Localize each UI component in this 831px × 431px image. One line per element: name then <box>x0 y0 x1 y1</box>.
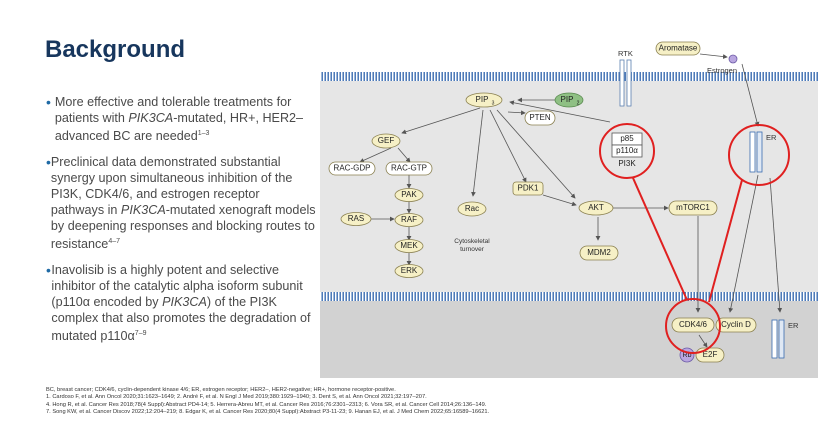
bullet-text: Inavolisib is a highly potent and select… <box>51 263 311 344</box>
pten-node: PTEN <box>524 110 556 126</box>
raf-node: RAF <box>394 213 424 227</box>
akt-label: AKT <box>588 203 604 212</box>
rac-gtp-node: RAC-GTP <box>385 161 433 176</box>
mdm2-node: MDM2 <box>579 245 619 261</box>
cdk46-node: CDK4/6 <box>671 317 715 333</box>
rac-gdp-node: RAC-GDP <box>328 161 376 176</box>
pi3k-label: PI3K <box>618 159 636 168</box>
bullet-list: • More effective and tolerable treatment… <box>46 94 316 355</box>
e2f-label: E2F <box>703 350 718 359</box>
er-label: ER <box>766 133 777 142</box>
gef-label: GEF <box>378 136 395 145</box>
erk-node: ERK <box>394 264 424 278</box>
ras-node: RAS <box>340 212 372 226</box>
rtk-receptor-icon <box>619 59 632 107</box>
pip3-subscript: 3 <box>492 100 495 106</box>
aromatase-label: Aromatase <box>659 44 698 53</box>
rac-label: Rac <box>465 204 479 213</box>
reference-line: 7. Song KW, et al. Cancer Discov 2022;12… <box>46 408 490 415</box>
cyclin-d-label: Cyclin D <box>721 320 751 329</box>
inhibition-highlight <box>599 123 790 354</box>
slide-title: Background <box>45 36 186 63</box>
mek-label: MEK <box>400 241 418 250</box>
pi3k-complex: p85 p110α PI3K <box>611 132 643 168</box>
cytoskeletal-label: Cytoskeletal <box>454 238 490 245</box>
bullet-item: • Inavolisib is a highly potent and sele… <box>46 262 316 344</box>
pak-node: PAK <box>394 188 424 202</box>
pip2-subscript: 2 <box>577 100 580 106</box>
bullet-marker: • <box>46 94 51 110</box>
mdm2-label: MDM2 <box>587 248 611 257</box>
reference-line: 4. Hong R, et al. Cancer Res 2018;78(4 S… <box>46 401 487 408</box>
gef-node: GEF <box>371 133 401 149</box>
bullet-marker: • <box>46 154 51 171</box>
bullet-text: More effective and tolerable treatments … <box>54 95 304 144</box>
cell-membrane <box>320 72 818 81</box>
pip2-node: PIP 2 <box>554 92 584 108</box>
raf-label: RAF <box>401 215 417 224</box>
p85-label: p85 <box>620 134 634 143</box>
cyclin-d-node: Cyclin D <box>715 317 757 333</box>
rac-node: Rac <box>457 201 487 217</box>
er-receptor-icon <box>749 131 763 173</box>
aromatase-node: Aromatase <box>655 41 701 56</box>
mtorc1-label: mTORC1 <box>676 203 710 212</box>
er-nuclear-label: ER <box>788 321 799 330</box>
nucleus-region <box>320 300 818 378</box>
akt-node: AKT <box>578 200 614 216</box>
bullet-text: Preclinical data demonstrated substantia… <box>50 155 316 252</box>
references-footnote: BC, breast cancer; CDK4/6, cyclin-depend… <box>46 387 806 416</box>
estrogen-molecule-icon <box>728 54 738 64</box>
nuclear-membrane <box>320 292 818 301</box>
estrogen-label: Estrogen <box>707 66 737 75</box>
pip2-label: PIP <box>561 95 574 104</box>
ras-label: RAS <box>348 214 364 223</box>
er-nuclear-icon <box>771 319 785 359</box>
reference-line: 1. Cardoso F, et al. Ann Oncol 2020;31:1… <box>46 394 427 401</box>
pten-label: PTEN <box>529 113 551 122</box>
bullet-item: • More effective and tolerable treatment… <box>46 94 316 144</box>
rb-label: Rb <box>683 352 692 359</box>
erk-label: ERK <box>401 266 418 275</box>
rac-gdp-label: RAC-GDP <box>334 164 371 173</box>
abbreviations-line: BC, breast cancer; CDK4/6, cyclin-depend… <box>46 387 396 393</box>
pdk1-label: PDK1 <box>518 184 539 193</box>
cdk46-label: CDK4/6 <box>679 320 708 329</box>
cytoplasm-region <box>320 80 818 300</box>
mek-node: MEK <box>394 239 424 253</box>
pdk1-node: PDK1 <box>512 181 544 196</box>
pathway-diagram: Aromatase Estrogen RTK ER ER PIP 3 PIP 2… <box>320 41 818 378</box>
e2f-node: E2F <box>695 347 725 363</box>
rtk-label: RTK <box>618 49 633 58</box>
pip3-node: PIP 3 <box>465 92 503 108</box>
bullet-item: • Preclinical data demonstrated substant… <box>46 154 316 252</box>
pak-label: PAK <box>401 190 417 199</box>
mtorc1-node: mTORC1 <box>668 200 718 216</box>
turnover-label: turnover <box>460 246 485 253</box>
p110a-label: p110α <box>616 146 638 155</box>
bullet-marker: • <box>46 262 51 279</box>
rac-gtp-label: RAC-GTP <box>391 164 427 173</box>
pip3-label: PIP <box>476 95 489 104</box>
